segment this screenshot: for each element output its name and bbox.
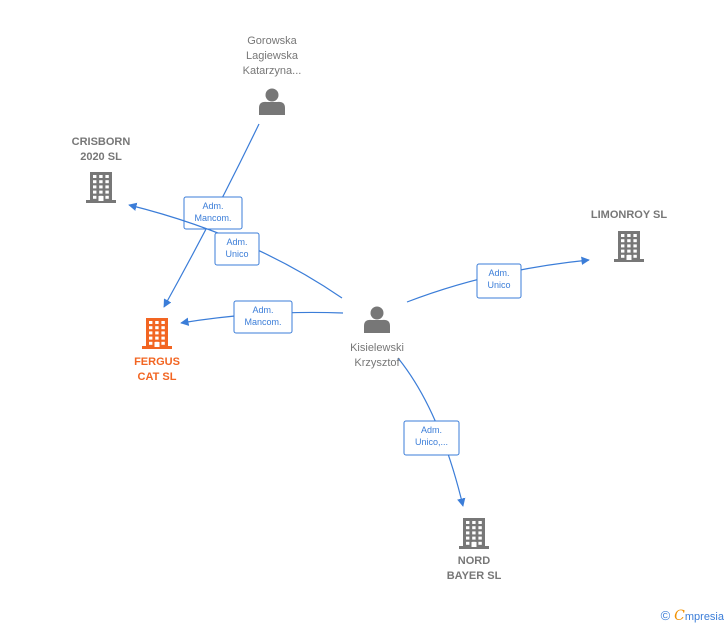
edge-label-text: Adm.	[202, 201, 223, 211]
node-limonroy[interactable]: LIMONROY SL	[591, 209, 667, 262]
node-label: CAT SL	[138, 371, 177, 383]
node-gorowska[interactable]: GorowskaLagiewskaKatarzyna...	[243, 35, 302, 115]
edge-label-box[interactable]	[403, 420, 460, 456]
node-label: LIMONROY SL	[591, 209, 667, 221]
empresia-watermark: ©Cmpresia	[661, 608, 724, 624]
building-icon	[86, 172, 116, 203]
node-label: Kisielewski	[350, 342, 404, 354]
edge-label-text: Unico,...	[415, 437, 448, 447]
edge-label-box[interactable]	[476, 263, 522, 299]
building-icon	[142, 318, 172, 349]
person-icon	[364, 306, 390, 333]
node-label: BAYER SL	[447, 570, 502, 582]
edge-label-text: Adm.	[226, 237, 247, 247]
node-fergus[interactable]: FERGUS CAT SL	[134, 318, 180, 383]
edge-kisielewski-to-fergus: Adm. Mancom.	[180, 300, 344, 334]
edge-label-text: Unico	[225, 249, 248, 259]
node-label: Lagiewska	[246, 50, 299, 62]
edge-label-text: Adm.	[252, 305, 273, 315]
node-label: Gorowska	[247, 35, 297, 47]
copyright-symbol: ©	[660, 608, 671, 623]
edge-label-text: Mancom.	[244, 317, 281, 327]
building-icon	[614, 231, 644, 262]
edge-kisielewski-to-limonroy: Adm. Unico	[406, 256, 590, 303]
person-icon	[259, 88, 285, 115]
brand-name: mpresia	[684, 611, 724, 623]
edge-label-box[interactable]	[214, 232, 260, 266]
edge-gorowska-to-fergus: Adm. Mancom.	[163, 123, 260, 308]
edge-label-box[interactable]	[233, 300, 293, 334]
node-label: CRISBORN	[72, 136, 131, 148]
building-icon	[459, 518, 489, 549]
node-nord[interactable]: NORD BAYER SL	[447, 518, 502, 582]
edge-kisielewski-to-crisborn: Adm. Unico	[128, 202, 343, 299]
node-label: FERGUS	[134, 356, 180, 368]
node-label: Katarzyna...	[243, 65, 302, 77]
edge-label-text: Adm.	[421, 425, 442, 435]
node-label: NORD	[458, 555, 490, 567]
node-label: 2020 SL	[80, 151, 122, 163]
node-label: Krzysztof	[354, 357, 400, 369]
edge-kisielewski-to-nord: Adm. Unico,...	[397, 357, 466, 507]
edge-label-text: Unico	[487, 280, 510, 290]
edge-label-text: Adm.	[488, 268, 509, 278]
edge-label-text: Mancom.	[194, 213, 231, 223]
edge-label-box[interactable]	[183, 196, 243, 230]
node-crisborn[interactable]: CRISBORN 2020 SL	[72, 136, 131, 203]
edges-layer: Adm.Mancom.Adm.UnicoAdm.Mancom.Adm.Unico…	[128, 123, 590, 507]
brand-initial: C	[674, 608, 685, 624]
